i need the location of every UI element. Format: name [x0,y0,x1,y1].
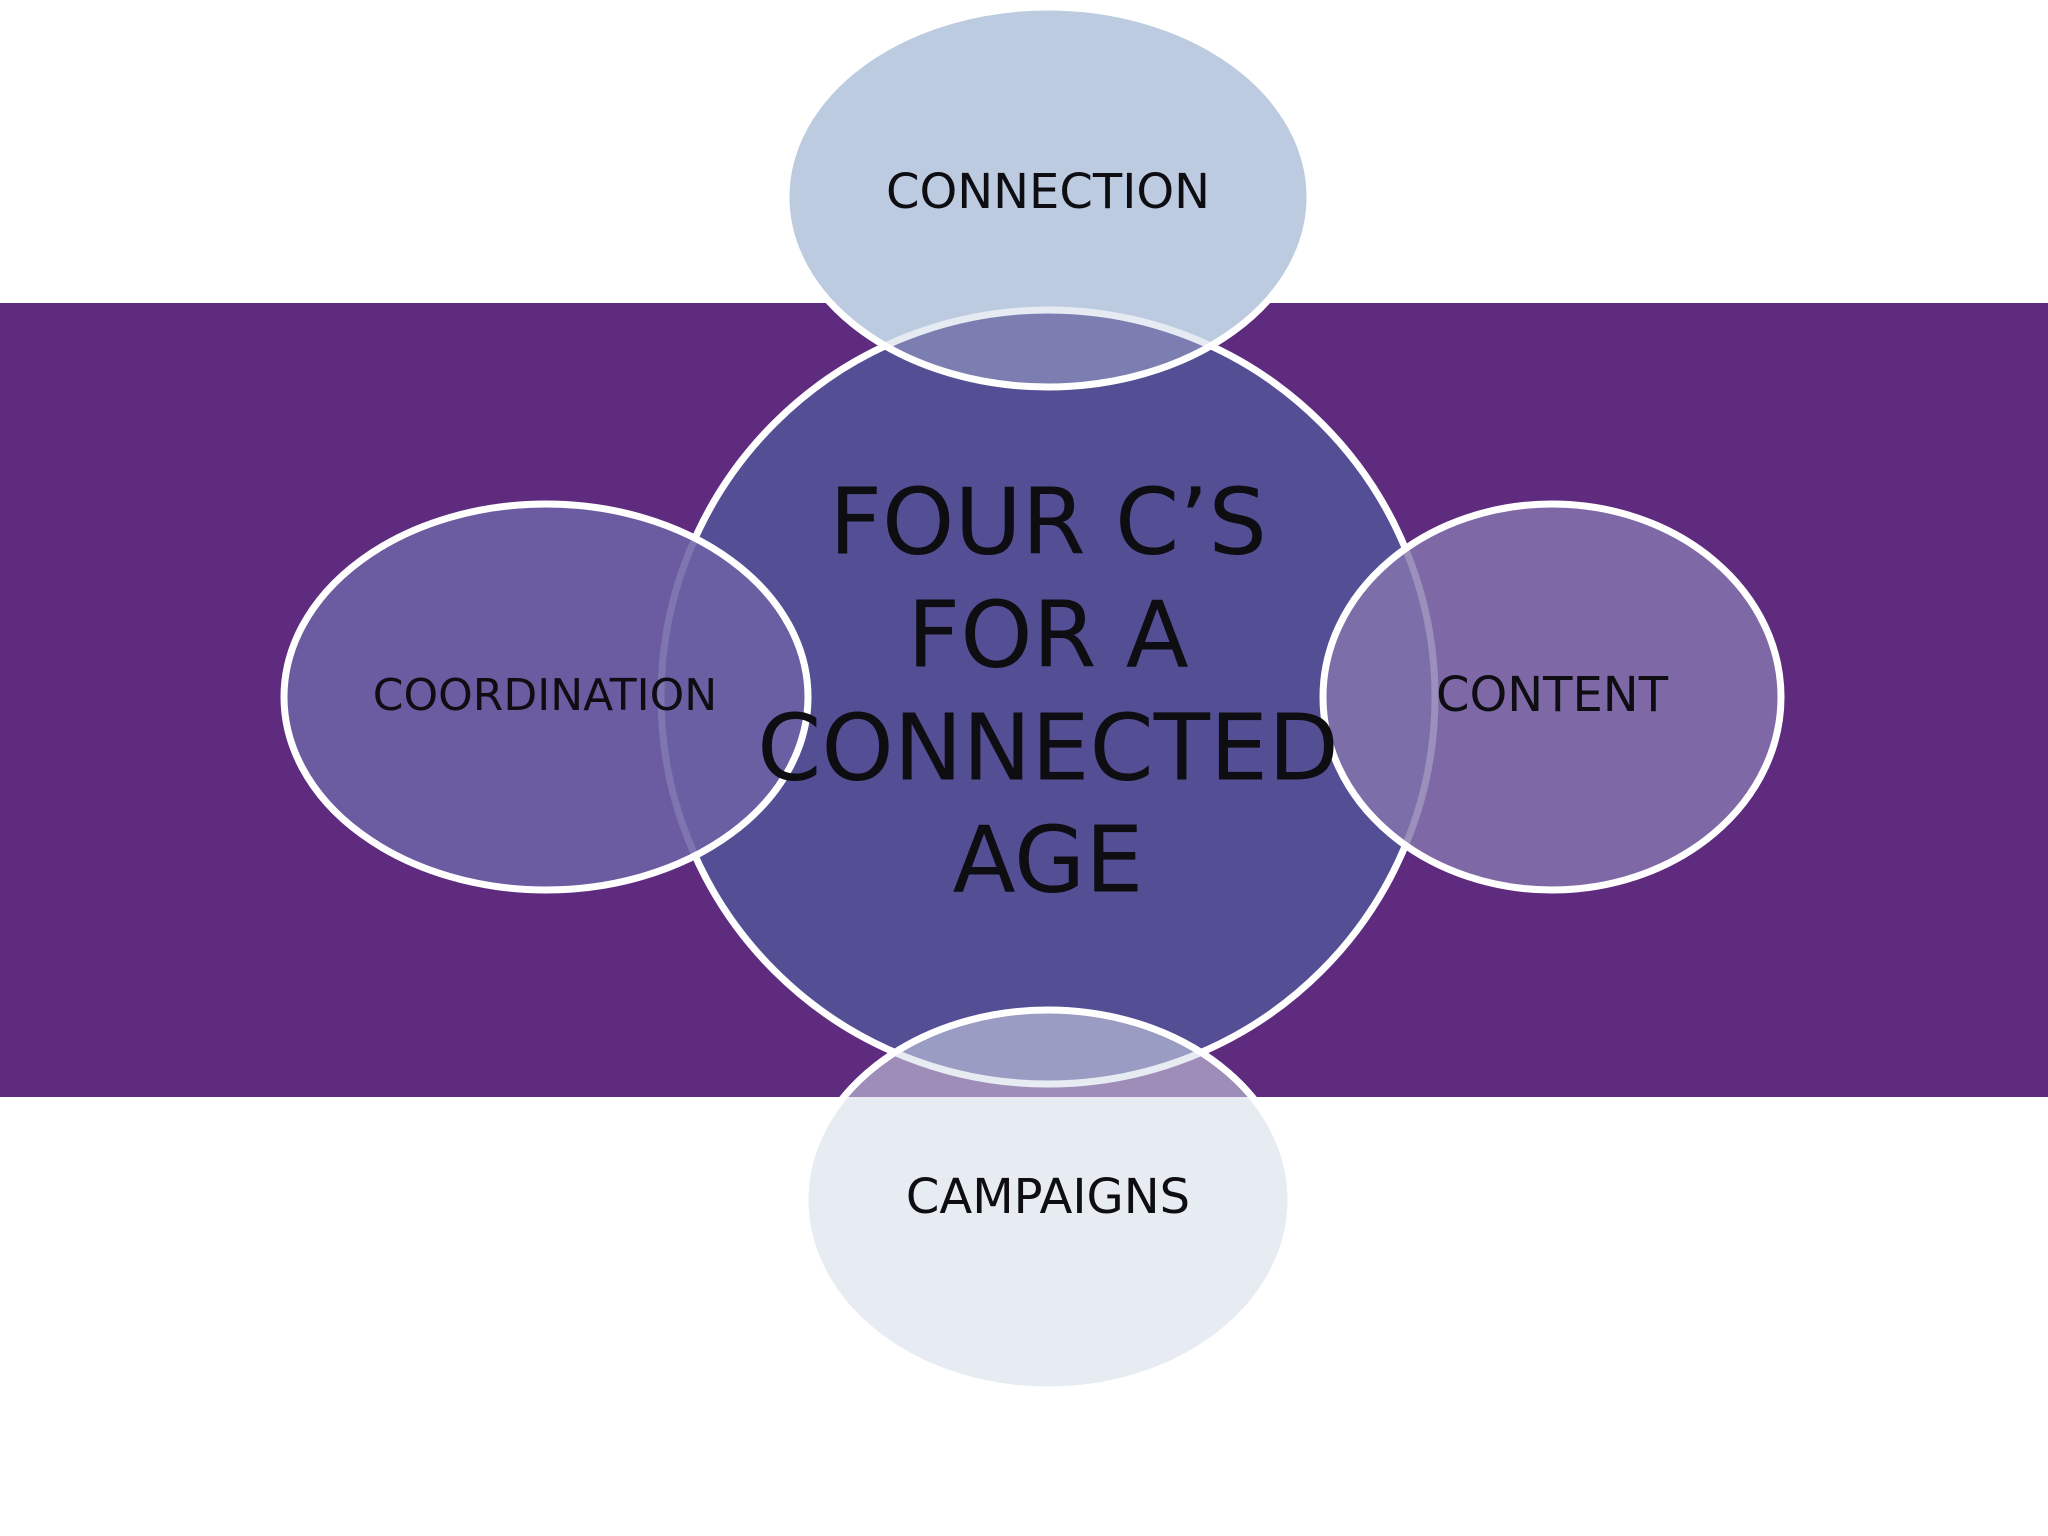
bottom-node-ellipse [801,1006,1295,1394]
center-title-line-3: CONNECTED [757,694,1339,801]
right-node-label: CONTENT [1436,667,1669,723]
center-title-line-4: AGE [953,806,1144,913]
top-node-label: CONNECTION [886,164,1210,220]
center-title-line-1: FOUR C’S [829,468,1267,575]
center-title-line-2: FOR A [907,581,1189,688]
left-node-label: COORDINATION [373,670,717,721]
bottom-node-label: CAMPAIGNS [906,1169,1190,1225]
right-node-ellipse [1319,500,1785,894]
top-node-overlay [782,3,1314,391]
left-node-ellipse [280,500,812,894]
top-node-ellipse [786,7,1310,387]
